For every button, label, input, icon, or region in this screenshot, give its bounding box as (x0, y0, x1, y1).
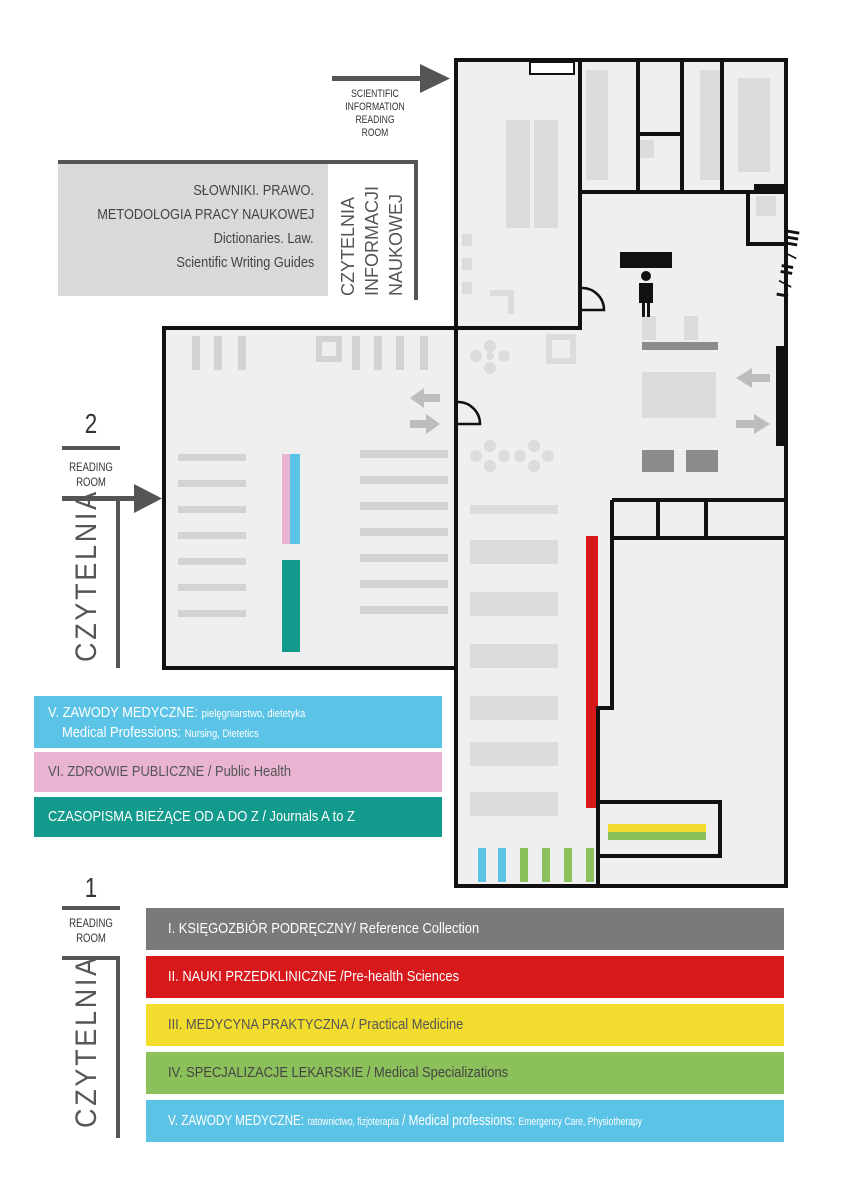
legend-pre-health: II. NAUKI PRZEDKLINICZNE /Pre-health Sci… (146, 956, 784, 998)
legend-mp2-line-1: V. ZAWODY MEDYCZNE: pielęgniarstwo, diet… (48, 704, 305, 721)
legend-pre-health-text: II. NAUKI PRZEDKLINICZNE /Pre-health Sci… (168, 968, 460, 985)
legend-practical-text: III. MEDYCYNA PRAKTYCZNA / Practical Med… (168, 1016, 464, 1033)
reading-room-2-label: READING ROOM (61, 460, 120, 490)
sci-room-arrow (332, 64, 450, 93)
rr1-label-line-1: READING (69, 916, 113, 930)
legend-journals-text: CZASOPISMA BIEŻĄCE OD A DO Z / Journals … (48, 808, 355, 825)
shelves-bottom (478, 848, 594, 882)
legend-journals: CZASOPISMA BIEŻĄCE OD A DO Z / Journals … (34, 797, 442, 837)
copier-2 (686, 450, 718, 472)
reading-room-1-label: READING ROOM (61, 916, 120, 946)
shelf-medical-professions-2 (290, 454, 300, 544)
main-entrance-door (776, 346, 788, 446)
shelf-pre-health-sciences (586, 536, 598, 808)
shelf-practical-medicine (608, 824, 706, 832)
legend-mp2-main: V. ZAWODY MEDYCZNE: (48, 704, 202, 721)
entry-exit-arrows-room2 (410, 388, 440, 434)
legend-specializations: IV. SPECJALIZACJE LEKARSKIE / Medical Sp… (146, 1052, 784, 1094)
legend-public-health: VI. ZDROWIE PUBLICZNE / Public Health (34, 752, 442, 792)
shelf-public-health (282, 454, 290, 544)
reading-room-1-number: 1 (84, 872, 98, 903)
legend-public-health-text: VI. ZDROWIE PUBLICZNE / Public Health (48, 763, 292, 780)
rr2-label-line-2: ROOM (76, 475, 106, 489)
study-tables (462, 70, 776, 314)
walls (162, 58, 788, 888)
legend-medical-professions-1: V. ZAWODY MEDYCZNE: ratownictwo, fizjote… (146, 1100, 784, 1142)
reading-room-2-number: 2 (84, 408, 98, 439)
person-icon (639, 271, 653, 317)
sci-en-line-3: READING (355, 114, 395, 126)
info-desk (642, 342, 718, 350)
legend-medical-professions-2: V. ZAWODY MEDYCZNE: pielęgniarstwo, diet… (34, 696, 442, 748)
legend-reference-collection: I. KSIĘGOZBIÓR PODRĘCZNY/ Reference Coll… (146, 908, 784, 950)
rr1-label-line-2: ROOM (76, 931, 106, 945)
sci-room-pl-label: CZYTELNIA INFORMACJI NAUKOWEJ (336, 186, 408, 296)
legend-mp1-small: ratownictwo, fizjoterapia (307, 1116, 399, 1128)
sci-room-en-label: SCIENTIFIC INFORMATION READING ROOM (342, 88, 408, 140)
sci-box-line-4: Scientific Writing Guides (176, 254, 314, 271)
doors (457, 286, 606, 426)
legend-mp1-line: V. ZAWODY MEDYCZNE: ratownictwo, fizjote… (168, 1112, 642, 1129)
sci-pl-line-2: INFORMACJI (362, 186, 382, 296)
sci-en-line-4: ROOM (361, 127, 389, 139)
legend-practical-medicine: III. MEDYCYNA PRAKTYCZNA / Practical Med… (146, 1004, 784, 1046)
sci-pl-line-1: CZYTELNIA (338, 196, 358, 296)
sci-collection-box: SŁOWNIKI. PRAWO. METODOLOGIA PRACY NAUKO… (58, 164, 328, 296)
shelf-journals (282, 560, 300, 652)
reading-room-2-vertical: CZYTELNIA (70, 489, 103, 662)
legend-specializations-text: IV. SPECJALIZACJE LEKARSKIE / Medical Sp… (168, 1064, 509, 1081)
sci-en-line-1: SCIENTIFIC (351, 88, 399, 100)
legend-mp2-main2: Medical Professions: (62, 724, 185, 741)
sci-box-line-1: SŁOWNIKI. PRAWO. (193, 182, 314, 199)
sci-box-line-2: METODOLOGIA PRACY NAUKOWEJ (96, 206, 314, 223)
legend-mp2-small2: Nursing, Dietetics (184, 728, 259, 740)
sci-box-line-3: Dictionaries. Law. (214, 230, 314, 247)
legend-reference-text: I. KSIĘGOZBIÓR PODRĘCZNY/ Reference Coll… (168, 920, 480, 937)
legend-mp1-main: V. ZAWODY MEDYCZNE: (168, 1112, 308, 1129)
legend-mp1-small2: Emergency Care, Physiotherapy (518, 1116, 643, 1128)
legend-mp2-small: pielęgniarstwo, dietetyka (201, 708, 306, 720)
sci-pl-line-3: NAUKOWEJ (386, 193, 406, 296)
legend-mp1-main2: / Medical professions: (398, 1112, 519, 1129)
sci-en-line-2: INFORMATION (345, 101, 405, 113)
shelf-medical-specializations (608, 832, 706, 840)
entry-exit-arrows-main (736, 368, 770, 434)
librarian-desk (620, 252, 672, 268)
copier-1 (642, 450, 674, 472)
reading-room-2-shelves (178, 336, 448, 617)
legend-mp2-line-2: Medical Professions: Nursing, Dietetics (62, 724, 259, 741)
main-hall-furniture (470, 316, 716, 816)
rr2-label-line-1: READING (69, 460, 113, 474)
reading-room-1-vertical: CZYTELNIA (70, 955, 103, 1128)
